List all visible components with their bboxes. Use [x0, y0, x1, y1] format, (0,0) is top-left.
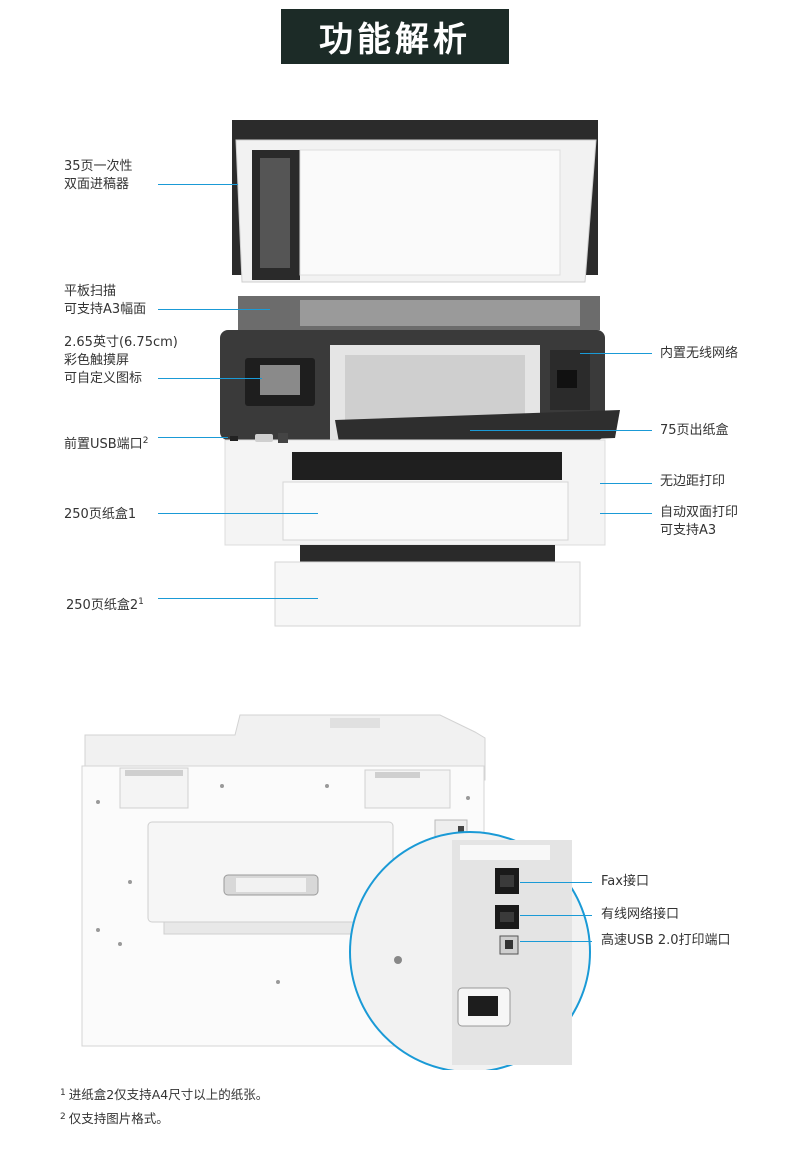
label-ethernet: 有线网络接口	[601, 907, 680, 922]
callout-line-fax	[520, 882, 592, 883]
printer-front-image	[220, 120, 620, 627]
callout-line-tray1	[158, 513, 318, 514]
page-title: 功能解析	[281, 9, 509, 64]
label-adf: 35页一次性双面进稿器	[64, 159, 133, 192]
callout-line-wireless	[580, 353, 652, 354]
callout-line-front-usb	[158, 437, 228, 438]
callout-line-touchscreen	[158, 378, 262, 379]
callout-line-usb	[520, 941, 592, 942]
callout-line-tray2	[158, 598, 318, 599]
label-touchscreen: 2.65英寸(6.75cm)彩色触摸屏可自定义图标	[64, 335, 178, 386]
label-front-usb: 前置USB端口2	[64, 436, 149, 453]
callout-line-flatbed	[158, 309, 270, 310]
callout-line-duplex	[600, 513, 652, 514]
callout-line-adf	[158, 184, 238, 185]
callout-line-ethernet	[520, 915, 592, 916]
printer-rear-image	[81, 714, 591, 1070]
label-usb: 高速USB 2.0打印端口	[601, 933, 731, 948]
label-duplex: 自动双面打印可支持A3	[660, 505, 739, 538]
label-flatbed: 平板扫描可支持A3幅面	[64, 284, 147, 317]
callout-line-borderless	[600, 483, 652, 484]
label-fax: Fax接口	[601, 874, 649, 889]
label-output-tray: 75页出纸盒	[660, 423, 729, 438]
label-tray1: 250页纸盒1	[64, 507, 137, 522]
label-tray2: 250页纸盒21	[66, 597, 144, 614]
callout-line-output-tray	[470, 430, 652, 431]
label-borderless: 无边距打印	[660, 474, 726, 489]
label-wireless: 内置无线网络	[660, 346, 739, 361]
